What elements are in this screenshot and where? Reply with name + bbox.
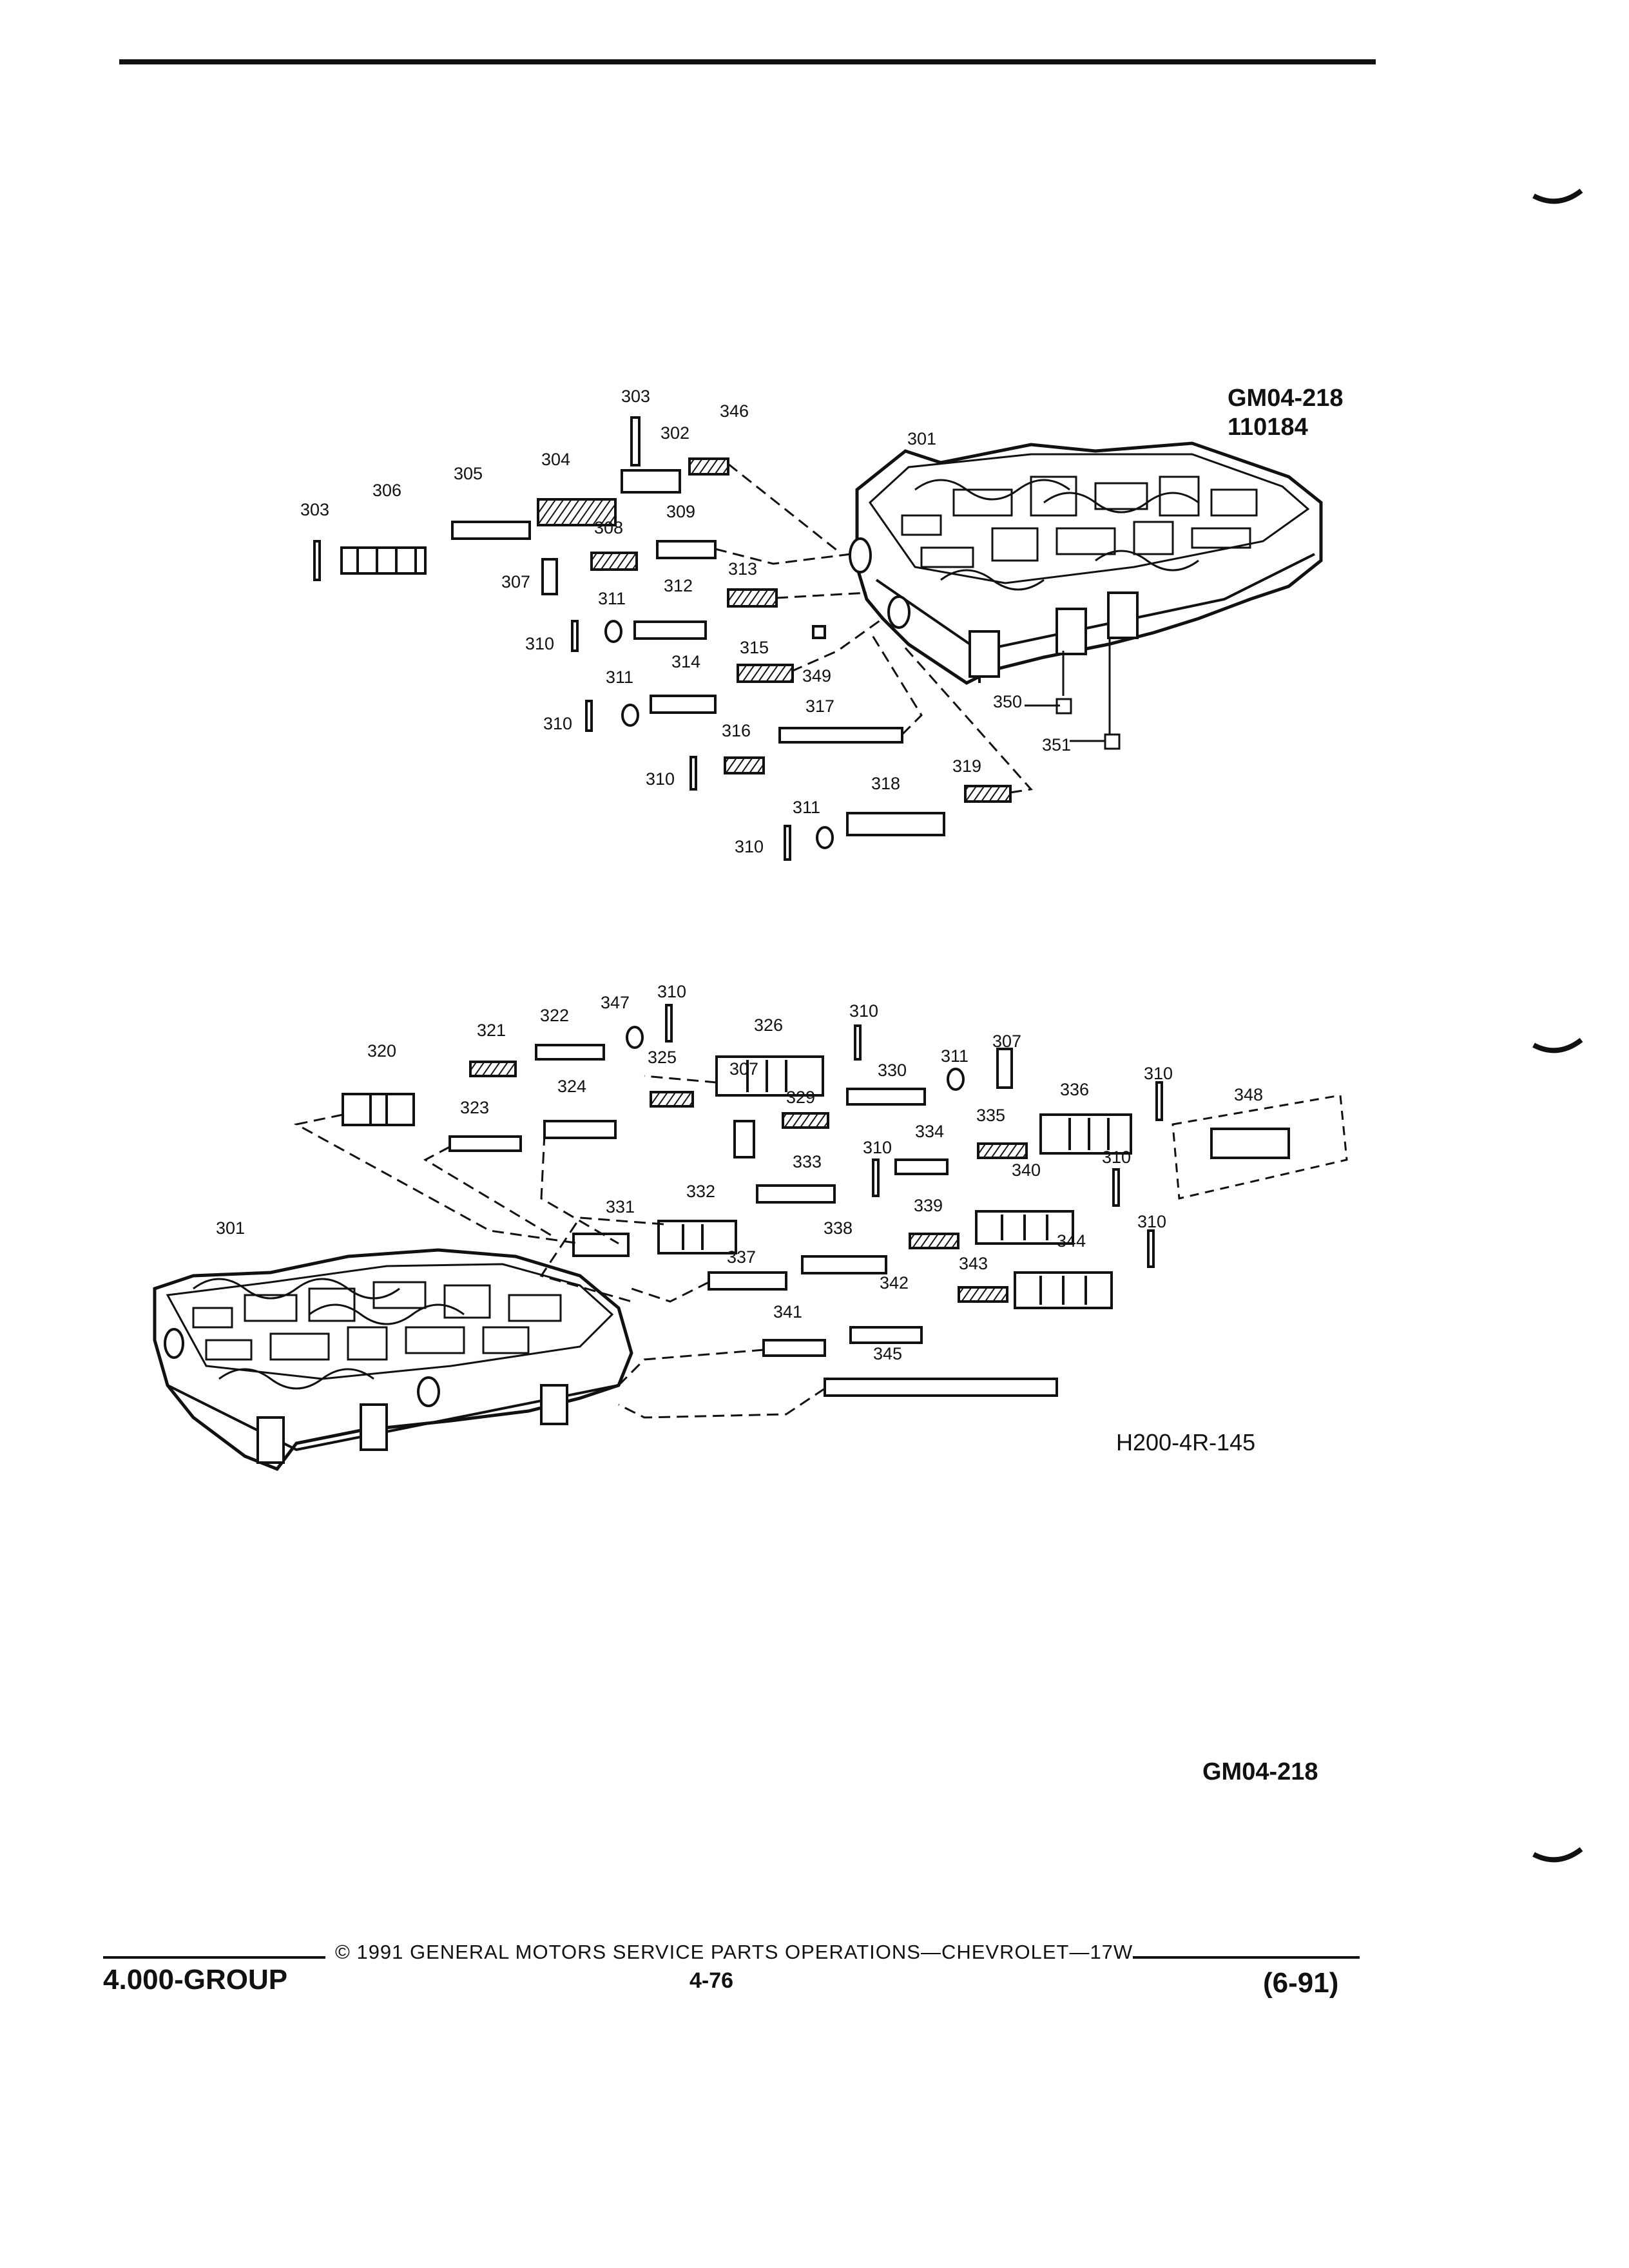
svg-text:311: 311 [598, 589, 626, 608]
svg-text:319: 319 [952, 756, 981, 776]
svg-text:342: 342 [880, 1273, 909, 1293]
svg-text:349: 349 [802, 666, 831, 686]
svg-text:310: 310 [1144, 1064, 1173, 1083]
svg-text:310: 310 [646, 769, 675, 789]
upper-valve-body [849, 441, 1323, 750]
svg-text:310: 310 [543, 714, 572, 733]
svg-text:310: 310 [657, 982, 686, 1001]
svg-text:308: 308 [594, 518, 623, 537]
svg-text:310: 310 [1137, 1212, 1166, 1231]
svg-text:317: 317 [805, 697, 834, 716]
binding-mark [1532, 1847, 1583, 1863]
footer-group: 4.000-GROUP [103, 1964, 288, 1995]
svg-text:343: 343 [959, 1254, 988, 1273]
svg-text:312: 312 [664, 576, 693, 595]
svg-text:339: 339 [914, 1196, 943, 1215]
svg-text:311: 311 [941, 1046, 969, 1066]
svg-text:305: 305 [454, 464, 483, 483]
figure-date: 110184 [1228, 414, 1308, 441]
svg-text:331: 331 [606, 1197, 635, 1216]
svg-text:337: 337 [727, 1247, 756, 1267]
svg-text:333: 333 [793, 1152, 822, 1171]
lower-callouts: 310 347 322 321 320 310 326 307 311 330 … [216, 982, 1263, 1363]
footer-date: (6-91) [1263, 1967, 1339, 1999]
svg-text:348: 348 [1234, 1085, 1263, 1104]
svg-text:350: 350 [993, 692, 1022, 711]
footer-page-number: 4-76 [689, 1968, 734, 1993]
figure-code: GM04-218 [1228, 385, 1344, 412]
svg-text:336: 336 [1060, 1080, 1089, 1099]
svg-text:307: 307 [729, 1059, 758, 1079]
header-rule [119, 59, 1376, 64]
svg-text:310: 310 [863, 1138, 892, 1157]
lower-valve-body [153, 1248, 633, 1472]
svg-text:320: 320 [367, 1041, 396, 1061]
footer-rule-right [1133, 1956, 1360, 1959]
figure-caption-id: H200-4R-145 [1116, 1429, 1256, 1456]
svg-text:338: 338 [824, 1218, 853, 1238]
svg-text:304: 304 [541, 450, 570, 469]
svg-text:301: 301 [216, 1218, 245, 1238]
svg-text:344: 344 [1057, 1231, 1086, 1251]
svg-text:310: 310 [735, 837, 764, 856]
svg-text:313: 313 [728, 559, 757, 579]
svg-text:303: 303 [621, 387, 650, 406]
upper-callouts: 303 302 346 301 304 305 306 303 308 309 … [300, 387, 1071, 856]
svg-text:351: 351 [1042, 735, 1071, 754]
svg-text:314: 314 [671, 652, 700, 671]
svg-text:311: 311 [793, 798, 820, 817]
svg-text:309: 309 [666, 502, 695, 521]
svg-text:310: 310 [1102, 1148, 1131, 1167]
svg-text:310: 310 [849, 1001, 878, 1021]
svg-text:334: 334 [915, 1122, 944, 1141]
svg-text:302: 302 [660, 423, 689, 443]
lower-components [293, 1004, 1348, 1419]
svg-text:330: 330 [878, 1061, 907, 1080]
svg-text:306: 306 [372, 481, 401, 500]
svg-text:315: 315 [740, 638, 769, 657]
svg-text:307: 307 [501, 572, 530, 591]
svg-text:332: 332 [686, 1182, 715, 1201]
upper-components [313, 416, 1111, 861]
binding-mark [1532, 1037, 1583, 1053]
svg-text:321: 321 [477, 1021, 506, 1040]
svg-text:329: 329 [786, 1088, 815, 1107]
svg-text:341: 341 [773, 1302, 802, 1321]
svg-text:301: 301 [907, 429, 936, 448]
svg-text:335: 335 [976, 1106, 1005, 1125]
svg-text:322: 322 [540, 1006, 569, 1025]
binding-mark [1532, 188, 1583, 204]
bottom-figure-code: GM04-218 [1202, 1758, 1318, 1785]
svg-text:325: 325 [648, 1048, 677, 1067]
svg-text:345: 345 [873, 1344, 902, 1363]
svg-text:323: 323 [460, 1098, 489, 1117]
svg-text:326: 326 [754, 1015, 783, 1035]
svg-text:324: 324 [557, 1077, 586, 1096]
svg-text:347: 347 [601, 993, 630, 1012]
svg-text:318: 318 [871, 774, 900, 793]
svg-text:346: 346 [720, 401, 749, 421]
svg-text:307: 307 [992, 1032, 1021, 1051]
svg-text:310: 310 [525, 634, 554, 653]
svg-text:316: 316 [722, 721, 751, 740]
footer-copyright: © 1991 GENERAL MOTORS SERVICE PARTS OPER… [335, 1941, 1133, 1963]
svg-text:303: 303 [300, 500, 329, 519]
svg-text:311: 311 [606, 668, 633, 687]
footer-rule-left [103, 1956, 325, 1959]
svg-text:340: 340 [1012, 1160, 1041, 1180]
